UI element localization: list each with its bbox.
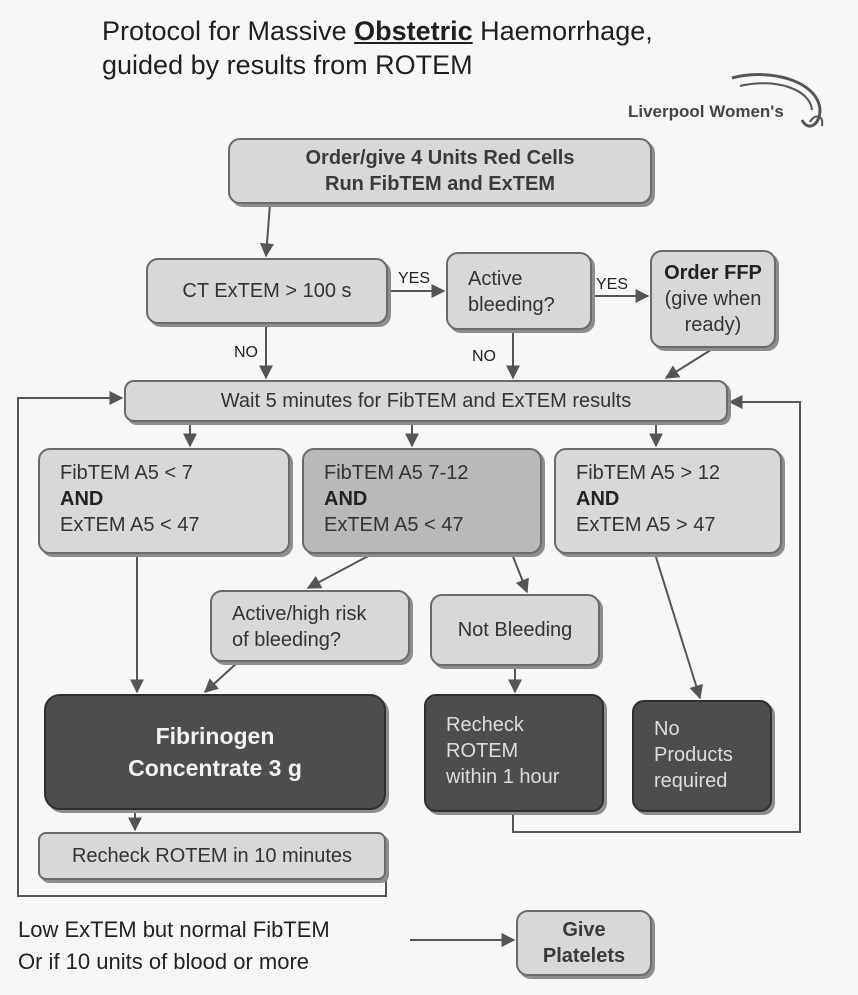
node-give-platelets: Give Platelets [516, 910, 652, 976]
node-low-line-2: AND [60, 488, 104, 510]
node-ffp-line-1: Order FFP [664, 262, 762, 284]
node-ffp-line-2: (give when [664, 288, 762, 310]
node-highrisk-line-1: Active/high risk [232, 603, 367, 625]
edge-label-yes-2: YES [596, 276, 629, 293]
node-condition-high: FibTEM A5 > 12 AND ExTEM A5 > 47 [554, 448, 782, 554]
node-order-line-2: Run FibTEM and ExTEM [325, 173, 555, 195]
footer-note: Low ExTEM but normal FibTEM Or if 10 uni… [18, 914, 330, 978]
arrow-mid-to-highrisk [306, 553, 373, 589]
page-title: Protocol for Massive Obstetric Haemorrha… [102, 14, 653, 82]
swan-logo-icon [731, 73, 824, 128]
node-order-ffp: Order FFP (give when ready) [650, 250, 776, 348]
node-mid-line-2: AND [324, 488, 368, 510]
node-low-line-3: ExTEM A5 < 47 [60, 514, 200, 536]
title-post: Haemorrhage, [472, 16, 653, 46]
node-recheckhour-line-2: ROTEM [446, 740, 519, 762]
arrow-high-to-noproducts [654, 553, 703, 700]
node-noproducts-line-1: No [654, 718, 680, 740]
node-order-line-1: Order/give 4 Units Red Cells [305, 147, 575, 169]
arrow-highrisk-to-fibrinogen [203, 661, 239, 693]
node-high-line-3: ExTEM A5 > 47 [576, 514, 716, 536]
edge-label-no-2: NO [472, 348, 496, 365]
logo-text: Liverpool Women's [628, 102, 784, 121]
node-order-red-cells: Order/give 4 Units Red Cells Run FibTEM … [228, 138, 652, 204]
logo: Liverpool Women's [628, 70, 828, 140]
node-recheckhour-line-3: within 1 hour [446, 766, 560, 788]
node-ct-text: CT ExTEM > 100 s [182, 280, 352, 302]
node-recheck-rotem-10: Recheck ROTEM in 10 minutes [38, 832, 386, 880]
node-mid-line-3: ExTEM A5 < 47 [324, 514, 464, 536]
node-active-line-1: Active [468, 268, 523, 290]
edge-label-no-1: NO [234, 344, 258, 361]
loop-recheck10-to-wait [17, 391, 387, 897]
node-active-high-risk: Active/high risk of bleeding? [210, 590, 410, 662]
edge-label-yes-1: YES [398, 270, 431, 287]
title-pre: Protocol for Massive [102, 16, 355, 46]
node-ct-extem: CT ExTEM > 100 s [146, 258, 388, 324]
node-notbleeding-text: Not Bleeding [457, 619, 573, 641]
node-noproducts-line-2: Products [654, 744, 733, 766]
node-condition-low: FibTEM A5 < 7 AND ExTEM A5 < 47 [38, 448, 290, 554]
node-high-line-1: FibTEM A5 > 12 [576, 462, 720, 484]
title-emphasis: Obstetric [354, 16, 473, 46]
arrow-ffp-to-wait [664, 347, 715, 379]
node-high-line-2: AND [576, 488, 620, 510]
node-highrisk-line-2: of bleeding? [232, 629, 341, 651]
title-line-1: Protocol for Massive Obstetric Haemorrha… [102, 14, 653, 48]
arrow-mid-to-notbleeding [511, 553, 529, 594]
loop-recheck-hour-to-wait [512, 395, 801, 833]
node-recheck10-text: Recheck ROTEM in 10 minutes [71, 845, 353, 867]
title-line-2: guided by results from ROTEM [102, 50, 473, 80]
node-fibrinogen-line-1: Fibrinogen [155, 723, 275, 749]
footer-line-2: Or if 10 units of blood or more [18, 949, 310, 974]
node-fibrinogen-line-2: Concentrate 3 g [128, 755, 302, 781]
node-fibrinogen-concentrate: Fibrinogen Concentrate 3 g [44, 694, 386, 810]
node-recheck-rotem-hour: Recheck ROTEM within 1 hour [424, 694, 604, 812]
node-mid-line-1: FibTEM A5 7-12 [324, 462, 469, 484]
node-noproducts-line-3: required [654, 770, 728, 792]
node-ffp-line-3: ready) [684, 314, 742, 336]
node-platelets-line-2: Platelets [542, 945, 626, 967]
footer-line-1: Low ExTEM but normal FibTEM [18, 917, 330, 942]
node-no-products: No Products required [632, 700, 772, 812]
node-platelets-line-1: Give [562, 919, 606, 941]
node-condition-mid: FibTEM A5 7-12 AND ExTEM A5 < 47 [302, 448, 542, 554]
node-not-bleeding: Not Bleeding [430, 594, 600, 666]
node-active-line-2: bleeding? [468, 294, 555, 316]
node-wait-text: Wait 5 minutes for FibTEM and ExTEM resu… [220, 390, 632, 412]
node-wait-5-minutes: Wait 5 minutes for FibTEM and ExTEM resu… [124, 380, 728, 422]
node-active-bleeding: Active bleeding? [446, 252, 592, 330]
arrow-order-to-ct [259, 203, 274, 258]
node-low-line-1: FibTEM A5 < 7 [60, 462, 193, 484]
node-recheckhour-line-1: Recheck [446, 714, 524, 736]
